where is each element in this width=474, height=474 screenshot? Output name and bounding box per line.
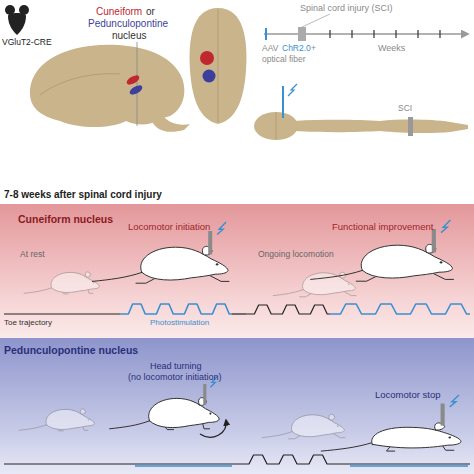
tick <box>373 30 374 38</box>
effect-label: Locomotor initiation <box>128 222 210 232</box>
ppn-coronal <box>203 70 216 83</box>
mouse-icon-ear <box>5 5 15 15</box>
tick <box>395 30 396 38</box>
midline <box>218 10 219 122</box>
timeline-axis <box>264 33 468 35</box>
nucleus-name: nucleus <box>112 30 146 41</box>
lesion-label: SCI <box>398 104 412 113</box>
tick <box>351 30 352 38</box>
virus-label: optical fiber <box>262 55 305 64</box>
tick <box>329 30 330 38</box>
sci-lesion <box>408 117 413 136</box>
mouse-icon-head <box>8 13 26 35</box>
brainstem <box>150 114 190 132</box>
week-ticks <box>330 30 440 38</box>
axis-label: Weeks <box>378 44 405 54</box>
mouse-icon-ear <box>19 5 29 15</box>
tick <box>439 30 440 38</box>
effect-label: Head turning <box>150 362 202 372</box>
injection-tick <box>265 28 267 40</box>
state-label: At rest <box>20 250 45 259</box>
virus-label: + <box>311 44 316 53</box>
effect-label: Functional improvement <box>332 222 433 232</box>
brain-contour <box>40 74 120 95</box>
leader-line <box>302 14 330 27</box>
cuneiform-coronal <box>200 51 214 65</box>
section-line <box>137 42 138 126</box>
cuneiform-sagittal <box>125 73 141 86</box>
brain-dorsal <box>254 112 298 140</box>
optical-fiber <box>282 86 284 118</box>
trace-label: Toe trajectory <box>4 319 52 328</box>
state-label: Ongoing locomotion <box>258 250 334 259</box>
sci-bar <box>298 27 306 41</box>
panel-heading: Pedunculopontine nucleus <box>4 344 474 356</box>
virus-label: ChR2.0 <box>282 44 311 53</box>
nucleus-panel: Pedunculopontine nucleus <box>0 338 474 474</box>
midline <box>276 112 277 140</box>
section-heading: 7-8 weeks after spinal cord injury <box>4 189 162 200</box>
mouse-line: VGluT2-CRE <box>2 38 52 47</box>
light-symbol <box>288 84 297 96</box>
ppn-sagittal <box>128 83 144 96</box>
nucleus-name: Cuneiform <box>96 6 142 17</box>
nucleus-name: Pedunculopontine <box>88 18 168 29</box>
spinal-cord <box>294 120 468 133</box>
brain-coronal <box>190 8 247 124</box>
virus-label: AAV <box>262 44 278 53</box>
tick <box>417 30 418 38</box>
effect-label: Locomotor stop <box>375 390 440 400</box>
stim-label: Photostimulation <box>150 319 209 328</box>
brain-sagittal <box>30 45 184 127</box>
timeline-label: Spinal cord injury (SCI) <box>300 4 393 14</box>
conjunction: or <box>146 6 155 17</box>
effect-label: (no locomotor initiation) <box>128 373 222 383</box>
